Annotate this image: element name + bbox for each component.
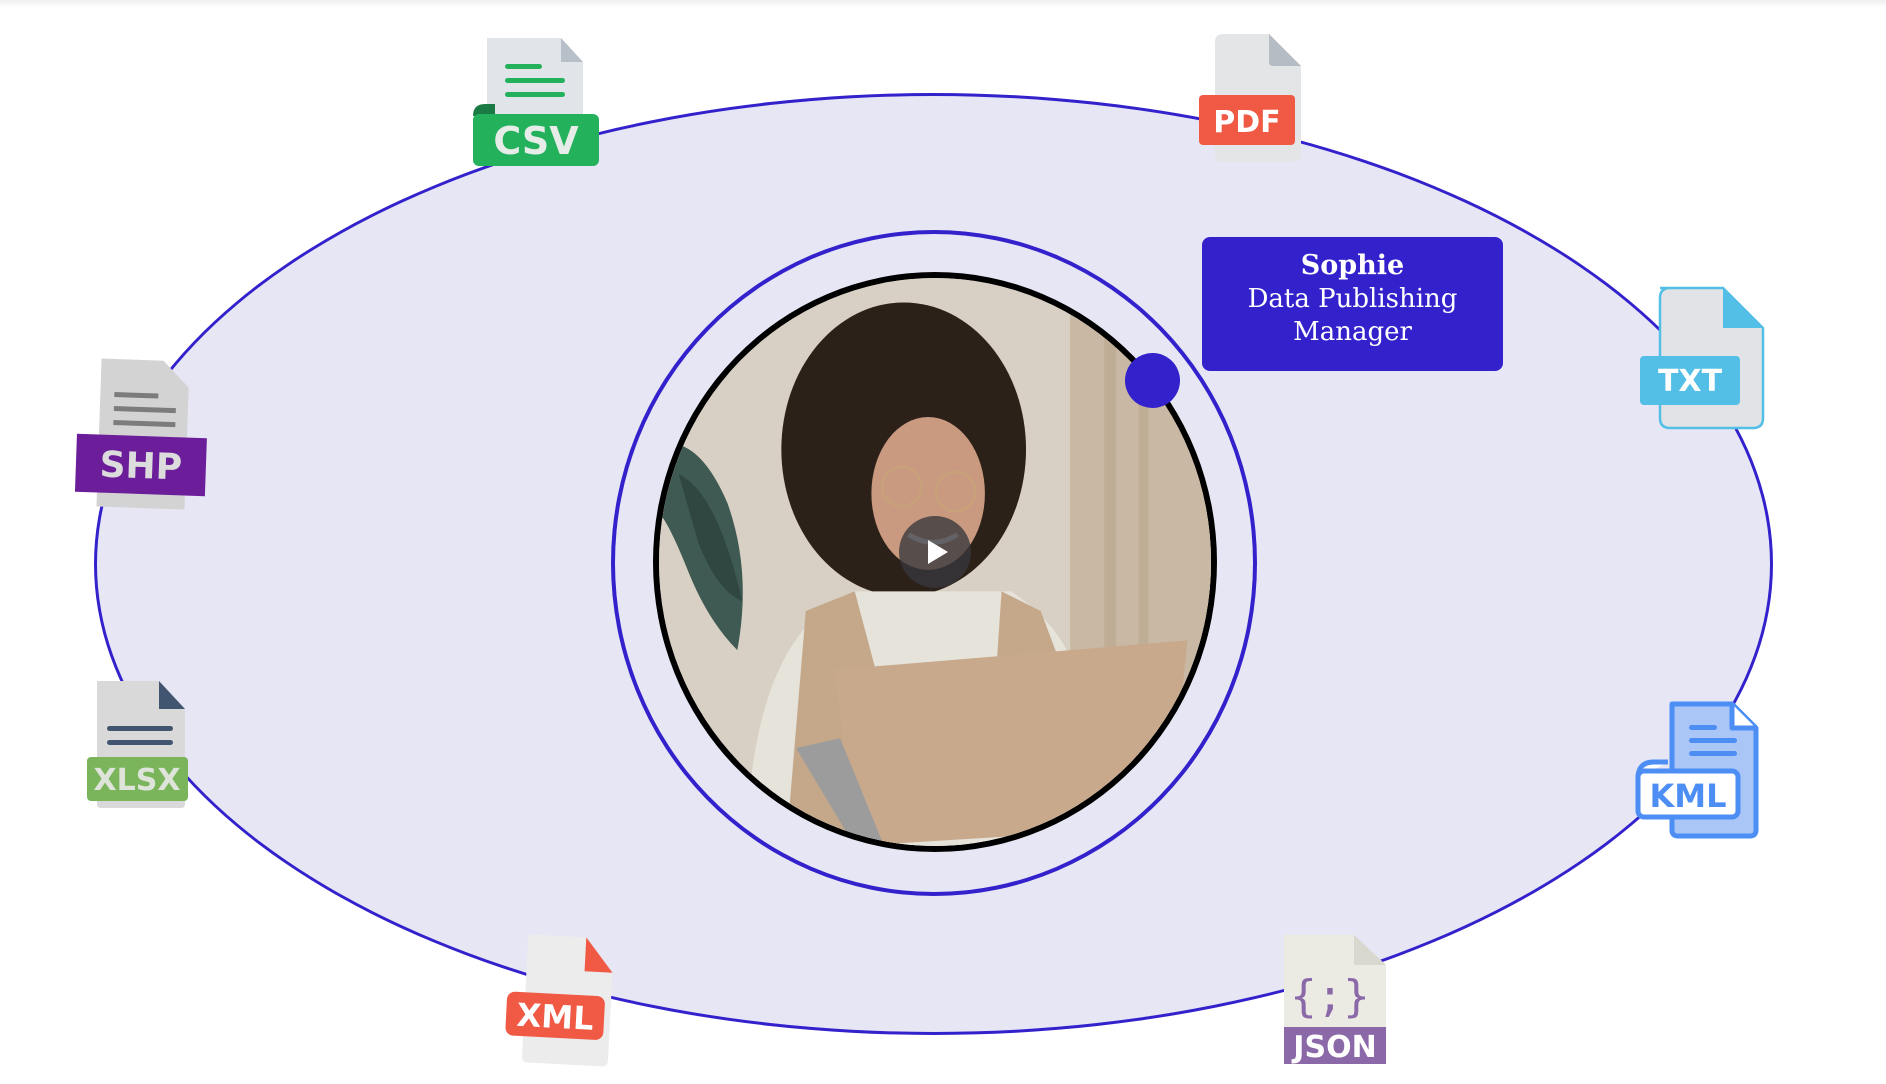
profile-video-thumbnail[interactable]	[653, 272, 1217, 852]
profile-label-card: Sophie Data Publishing Manager	[1202, 237, 1503, 371]
play-icon	[927, 540, 948, 564]
svg-text:CSV: CSV	[493, 119, 579, 163]
kml-file-icon[interactable]: KML	[1634, 700, 1761, 839]
txt-file-icon[interactable]: TXT	[1640, 286, 1765, 430]
svg-text:{;}: {;}	[1290, 971, 1369, 1022]
svg-text:PDF: PDF	[1213, 105, 1280, 140]
inner-orbit-ring	[611, 230, 1257, 896]
svg-text:KML: KML	[1649, 777, 1726, 815]
xml-file-icon[interactable]: XML	[503, 932, 616, 1068]
svg-text:TXT: TXT	[1658, 364, 1723, 399]
svg-text:XLSX: XLSX	[94, 763, 181, 798]
xlsx-file-icon[interactable]: XLSX	[87, 679, 190, 810]
shp-file-icon[interactable]: SHP	[74, 358, 209, 511]
svg-text:JSON: JSON	[1291, 1030, 1376, 1065]
play-video-button[interactable]	[899, 516, 971, 588]
svg-text:XML: XML	[516, 996, 595, 1038]
woman-at-laptop-image	[659, 278, 1211, 846]
json-file-icon[interactable]: {;} JSON	[1280, 931, 1388, 1066]
connector-dot	[1125, 353, 1180, 408]
pdf-file-icon[interactable]: PDF	[1199, 34, 1314, 162]
svg-text:SHP: SHP	[99, 445, 183, 489]
profile-name: Sophie	[1300, 250, 1405, 281]
top-shadow	[0, 0, 1886, 8]
profile-role: Data Publishing Manager	[1247, 284, 1458, 347]
csv-file-icon[interactable]: CSV	[473, 34, 600, 168]
